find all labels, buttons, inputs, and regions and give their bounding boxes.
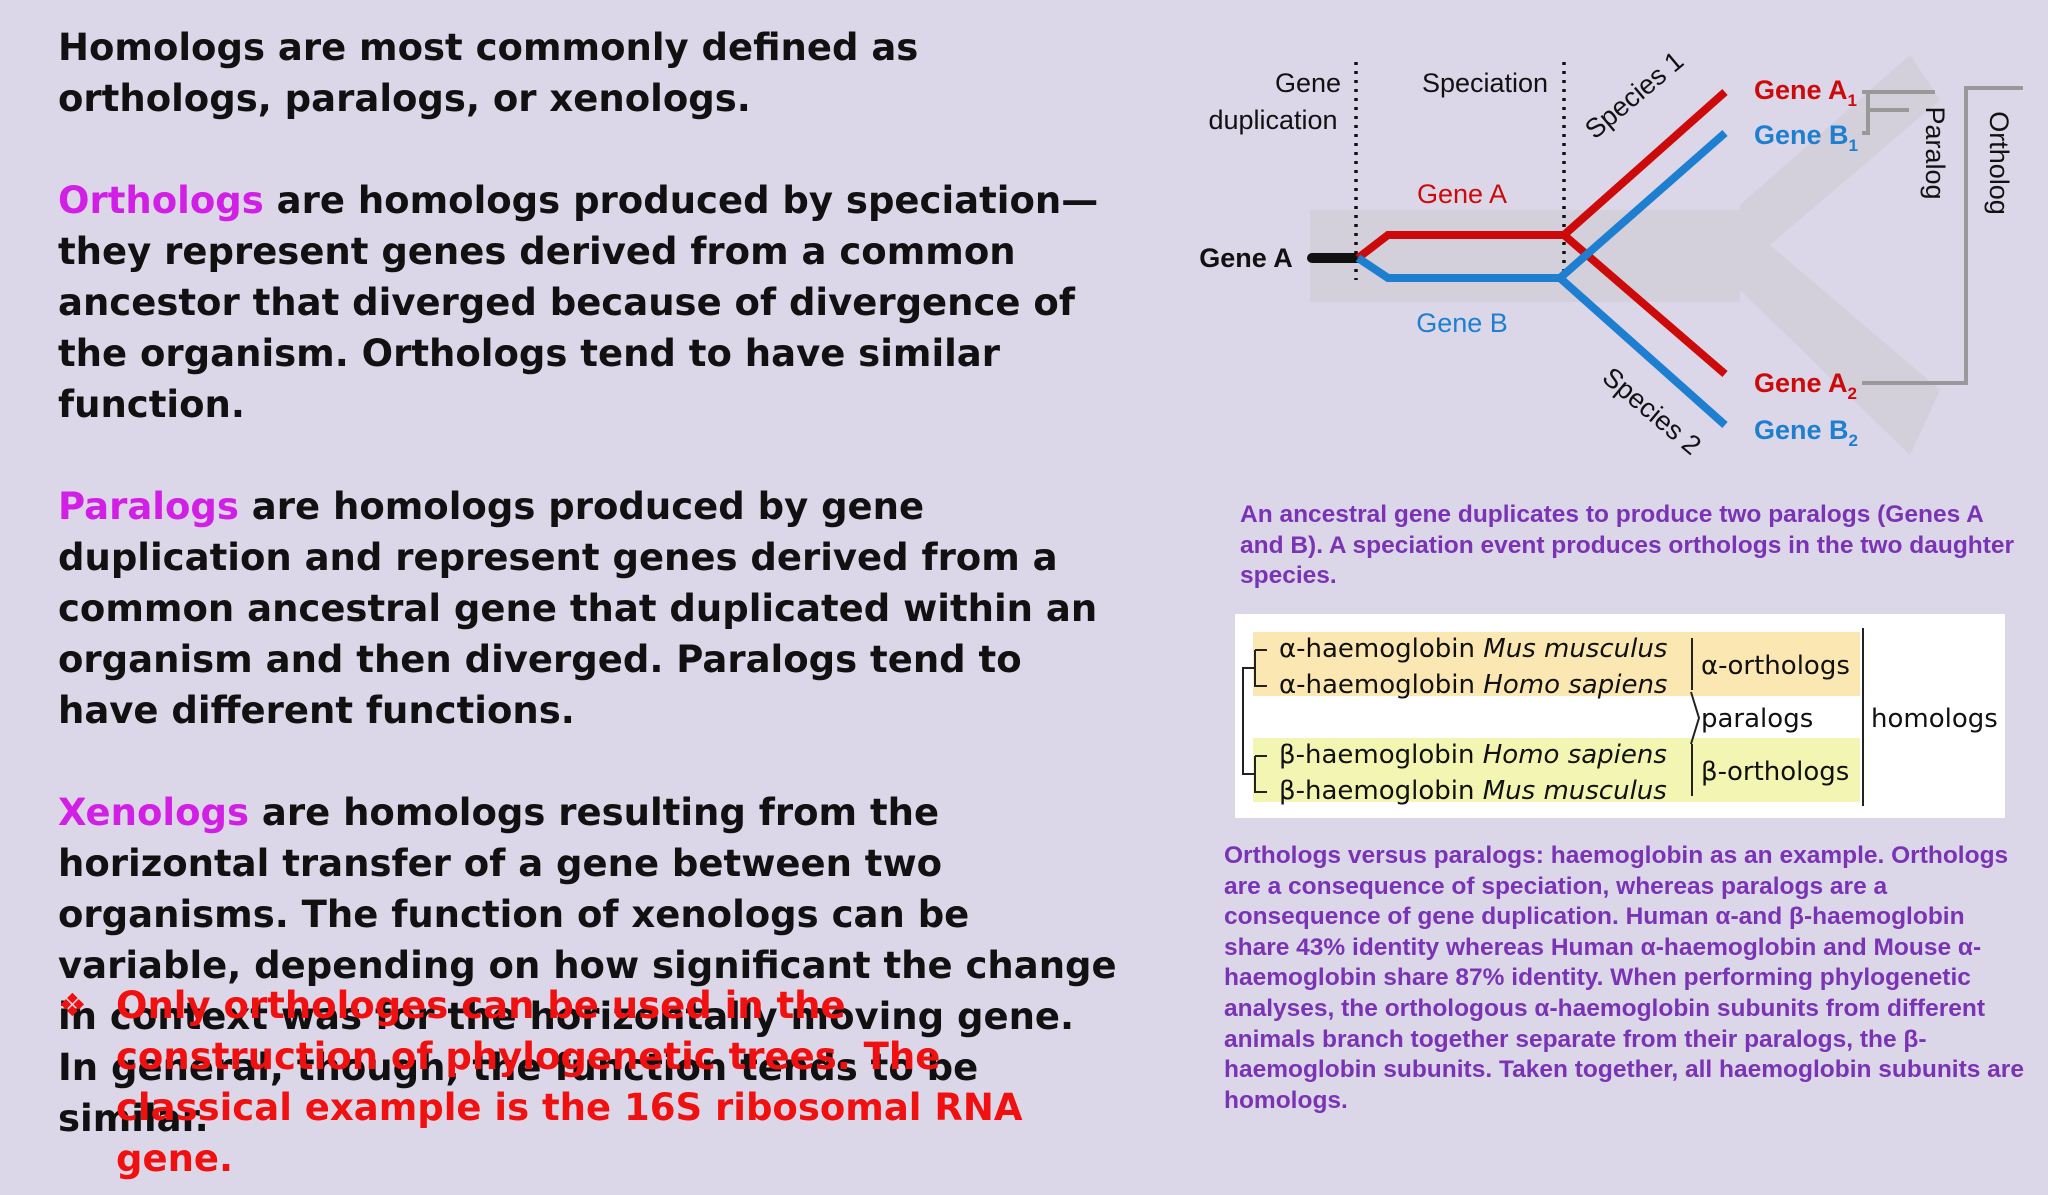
ortholog-label: Ortholog <box>1984 111 2014 215</box>
haemoglobin-tree: α-haemoglobin Mus musculus α-haemoglobin… <box>1242 628 1998 806</box>
orthologs-term: Orthologs <box>58 179 264 222</box>
paralogs-paragraph: Paralogs are homologs produced by gene d… <box>58 481 1118 736</box>
gene-a-label: Gene A <box>1417 179 1507 209</box>
row-2: α-haemoglobin Homo sapiens <box>1279 670 1667 700</box>
ancestral-gene-label: Gene A <box>1199 243 1293 273</box>
gene-b1-line <box>1557 129 1728 282</box>
intro-paragraph: Homologs are most commonly defined as or… <box>58 26 919 120</box>
gene-b-line <box>1355 254 1728 428</box>
xenologs-text: are homologs resulting from the horizont… <box>58 791 1117 1140</box>
row-4: β-haemoglobin Mus musculus <box>1279 776 1667 806</box>
gene-a1-label: Gene A1 <box>1754 75 1857 110</box>
gene-b2-label: Gene B2 <box>1754 415 1858 450</box>
haemoglobin-caption: Orthologs versus paralogs: haemoglobin a… <box>1224 842 2024 1114</box>
speciation-label: Speciation <box>1422 68 1548 98</box>
paralog-chevron <box>1690 691 1701 745</box>
key-note-text: Only orthologes can be used in the const… <box>116 984 1023 1180</box>
paralog-label: Paralog <box>1920 106 1950 199</box>
homologs-label: homologs <box>1871 704 1998 734</box>
species1-label: Species 1 <box>1579 46 1689 145</box>
gene-b-label: Gene B <box>1416 308 1508 338</box>
diamond-bullet-icon: ❖ <box>58 986 87 1024</box>
gene-duplication-label-1: Gene <box>1275 68 1341 98</box>
orthologs-paragraph: Orthologs are homologs produced by speci… <box>58 175 1118 430</box>
gene-a-line <box>1355 231 1728 378</box>
paralogs-term: Paralogs <box>58 485 239 528</box>
alpha-orthologs-label: α-orthologs <box>1701 651 1850 681</box>
xenologs-paragraph: Xenologs are homologs resulting from the… <box>58 787 1118 1144</box>
gene-a2-label: Gene A2 <box>1754 368 1857 403</box>
gene-a1-line <box>1561 89 1728 238</box>
tree-lines <box>1242 649 1267 793</box>
key-note: ❖ Only orthologes can be used in the con… <box>58 980 1108 1184</box>
row-3: β-haemoglobin Homo sapiens <box>1279 740 1667 770</box>
gene-duplication-label-2: duplication <box>1208 105 1337 135</box>
definitions-text: Homologs are most commonly defined as or… <box>58 22 1118 1195</box>
haemoglobin-example: α-haemoglobin Mus musculus α-haemoglobin… <box>1235 614 2005 818</box>
species2-label: Species 2 <box>1597 362 1707 461</box>
paralogs-text: are homologs produced by gene duplicatio… <box>58 485 1098 732</box>
orthologs-text: are homologs produced by speciation—they… <box>58 179 1099 426</box>
beta-band <box>1253 738 1860 802</box>
diagram-caption: An ancestral gene duplicates to produce … <box>1240 501 2015 589</box>
gene-duplication-diagram: Gene duplication Speciation Species 1 Sp… <box>1199 46 2023 461</box>
xenologs-term: Xenologs <box>58 791 249 834</box>
beta-orthologs-label: β-orthologs <box>1701 757 1849 787</box>
diagram-shading <box>1310 55 1940 455</box>
alpha-band <box>1253 632 1860 696</box>
row-1: α-haemoglobin Mus musculus <box>1279 634 1667 664</box>
ortholog-bracket <box>1862 86 2023 385</box>
paralogs-label: paralogs <box>1701 704 1813 734</box>
gene-b1-label: Gene B1 <box>1754 120 1858 155</box>
